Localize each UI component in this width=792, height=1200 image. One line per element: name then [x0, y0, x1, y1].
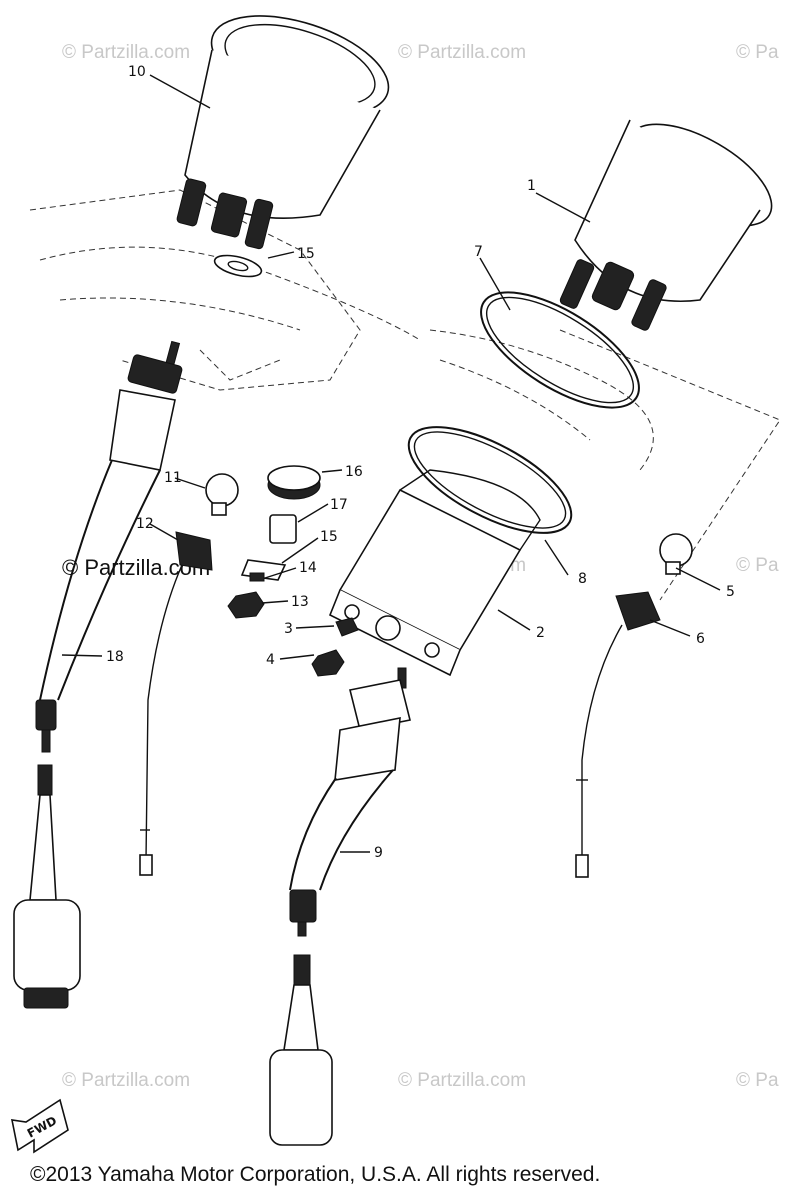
watermark: © Partzilla.com [62, 1070, 191, 1091]
upper-washer [213, 254, 263, 278]
meter-housing [328, 469, 541, 677]
callout-13: 13 [291, 594, 309, 610]
housing-gasket [407, 426, 573, 534]
tachometer-cable [13, 340, 183, 1009]
callout-9: 9 [374, 845, 383, 861]
bushing [269, 514, 297, 544]
watermark: © Pa [736, 555, 779, 576]
callout-8: 8 [578, 571, 587, 587]
callout-17: 17 [330, 497, 348, 513]
callout-10: 10 [128, 64, 146, 80]
watermark: © Partzilla.com [398, 42, 527, 63]
watermark: © Pa [736, 42, 779, 63]
callout-12: 12 [136, 516, 154, 532]
spacer [249, 572, 265, 582]
speedometer-gauge [559, 119, 773, 331]
watermark: © Partzilla.com [398, 1070, 527, 1091]
left-bulb-socket [139, 473, 239, 876]
callout-1: 1 [527, 178, 536, 194]
callout-14: 14 [299, 560, 317, 576]
speedometer-cable [269, 667, 411, 1146]
tachometer-gauge [176, 15, 390, 250]
callout-15-upper: 15 [297, 246, 315, 262]
callout-2: 2 [536, 625, 545, 641]
cap-nut [311, 649, 345, 677]
small-hardware [227, 465, 359, 677]
leader-lines [61, 74, 721, 853]
callout-18: 18 [106, 649, 124, 665]
nut [227, 591, 265, 619]
watermark: © Pa [736, 1070, 779, 1091]
callout-3: 3 [284, 621, 293, 637]
background-outline [29, 189, 781, 601]
lock-washer [335, 617, 359, 637]
gauge-gasket [480, 291, 640, 409]
callout-15-lower: 15 [320, 529, 338, 545]
callout-5: 5 [726, 584, 735, 600]
callout-numbers: 10 1 7 15 11 12 16 17 15 14 13 3 4 2 8 5… [106, 64, 735, 861]
fwd-arrow: FWD [10, 1098, 69, 1154]
callout-4: 4 [266, 652, 275, 668]
callout-7: 7 [474, 244, 483, 260]
callout-16: 16 [345, 464, 363, 480]
callout-6: 6 [696, 631, 705, 647]
right-bulb-socket [575, 533, 693, 878]
copyright-notice: ©2013 Yamaha Motor Corporation, U.S.A. A… [30, 1163, 601, 1186]
watermark: © Partzilla.com [62, 42, 191, 63]
callout-11: 11 [164, 470, 182, 486]
